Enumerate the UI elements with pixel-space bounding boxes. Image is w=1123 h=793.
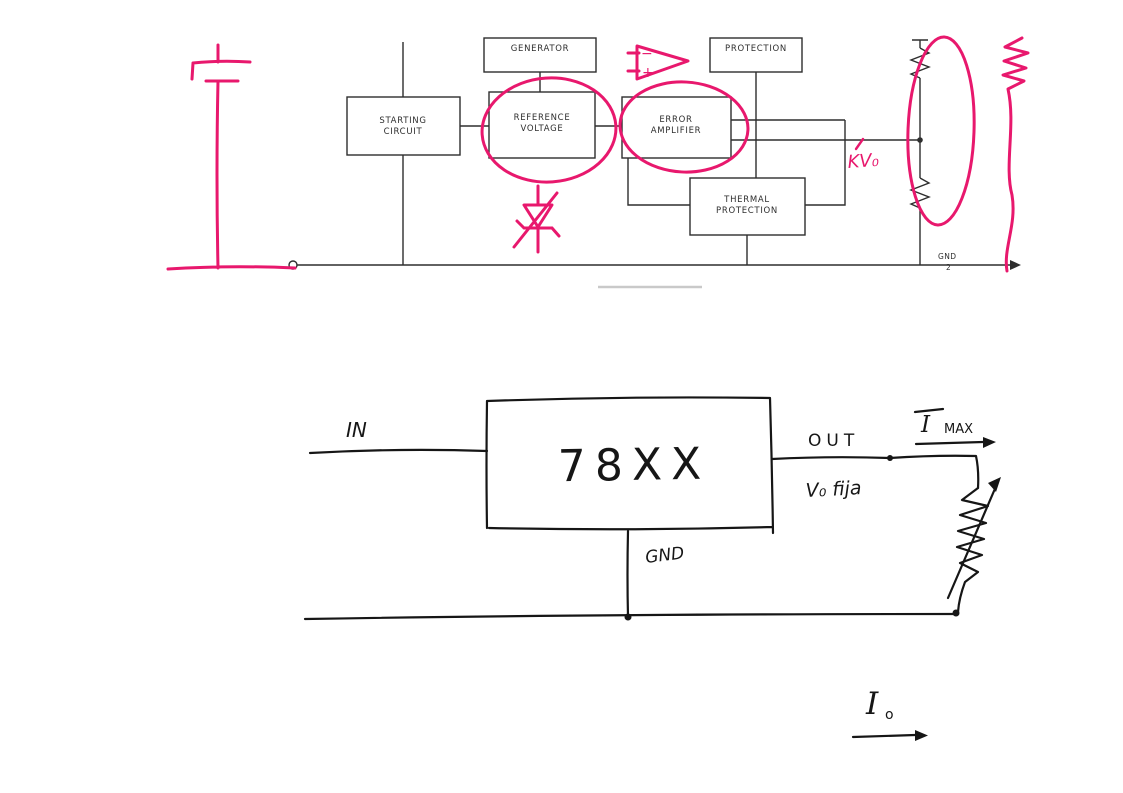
protection-label: PROTECTION — [725, 44, 787, 54]
ground-stem — [626, 529, 630, 619]
print-linework — [288, 37, 1010, 289]
reference-circle-annotation — [480, 76, 618, 184]
imax-arrowhead — [983, 437, 996, 448]
regulator-box-sketch — [485, 396, 775, 535]
reference-voltage-label-line1: REFERENCE — [514, 113, 571, 123]
output-junction-dot — [887, 455, 893, 461]
zener-diode-sketch — [512, 184, 561, 254]
io-label: I — [865, 686, 879, 722]
out-label: OUT — [808, 431, 859, 451]
starting-circuit-box — [346, 96, 461, 156]
ground-rail-sketch — [303, 612, 958, 621]
imax-label: I — [920, 412, 931, 438]
error-amplifier-box — [621, 96, 732, 159]
starting-circuit-label-line1: STARTING — [379, 116, 426, 126]
opamp-minus-label: − — [641, 46, 653, 62]
pen-labels: KV₀ − + — [641, 46, 880, 173]
gnd-pin-number: 2 — [946, 263, 951, 272]
sketch-linework — [303, 396, 999, 739]
starting-circuit-label-line2: CIRCUIT — [384, 127, 423, 137]
printed-block-diagram: GENERATOR PROTECTION STARTING CIRCUIT RE… — [288, 37, 1021, 289]
generator-label: GENERATOR — [511, 44, 570, 54]
in-label: IN — [346, 418, 367, 442]
opamp-sketch — [626, 44, 690, 81]
output-divider-circle-annotation — [906, 35, 976, 227]
wiring-paths — [297, 39, 1010, 266]
error-amplifier-label-line2: AMPLIFIER — [651, 126, 702, 136]
pen-linework — [166, 35, 1030, 273]
error-amplifier-circle-annotation — [618, 80, 750, 174]
potentiometer-squiggle — [955, 486, 990, 614]
imax-overbar — [913, 407, 945, 414]
kvo-label: KV₀ — [847, 150, 880, 173]
hand-sketch: 78XX IN OUT V₀ fija GND I MAX I o — [303, 396, 1001, 741]
ground-junction-dot — [624, 613, 632, 621]
thermal-protection-label-line1: THERMAL — [723, 195, 770, 205]
output-wire — [770, 454, 980, 490]
gnd-pin-label: GND — [938, 252, 956, 261]
chip-label: 78XX — [557, 439, 710, 493]
opamp-plus-label: + — [642, 65, 654, 81]
error-amplifier-label-line1: ERROR — [659, 115, 692, 125]
imax-arrow-line — [914, 440, 985, 446]
load-squiggle-annotation — [1001, 36, 1030, 273]
potentiometer-arrowhead — [988, 477, 1001, 492]
io-arrowhead — [915, 730, 928, 741]
ground-rail-arrowhead — [1010, 260, 1021, 270]
input-wire — [308, 448, 489, 455]
resistor-bottom-zigzag — [909, 177, 931, 209]
print-labels: GENERATOR PROTECTION STARTING CIRCUIT RE… — [379, 44, 1021, 272]
io-arrow-line — [851, 733, 917, 739]
potentiometer-arrow-line — [946, 482, 999, 600]
sketch-fills-and-labels: 78XX IN OUT V₀ fija GND I MAX I o — [346, 412, 1001, 741]
battery-sketch — [166, 43, 297, 271]
gnd-label-sketch: GND — [644, 543, 685, 568]
reference-voltage-box — [488, 91, 596, 159]
thermal-protection-label-line2: PROTECTION — [716, 206, 778, 216]
io-subscript: o — [885, 707, 894, 723]
kvo-pointer-tick — [854, 137, 865, 151]
rail-end-junction-dot — [952, 609, 960, 617]
reference-voltage-label-line2: VOLTAGE — [521, 124, 564, 134]
divider-tap-junction-dot — [917, 137, 923, 143]
pen-annotations: KV₀ − + — [166, 35, 1030, 273]
vo-note-label: V₀ fija — [805, 477, 862, 502]
imax-subscript: MAX — [944, 422, 973, 437]
